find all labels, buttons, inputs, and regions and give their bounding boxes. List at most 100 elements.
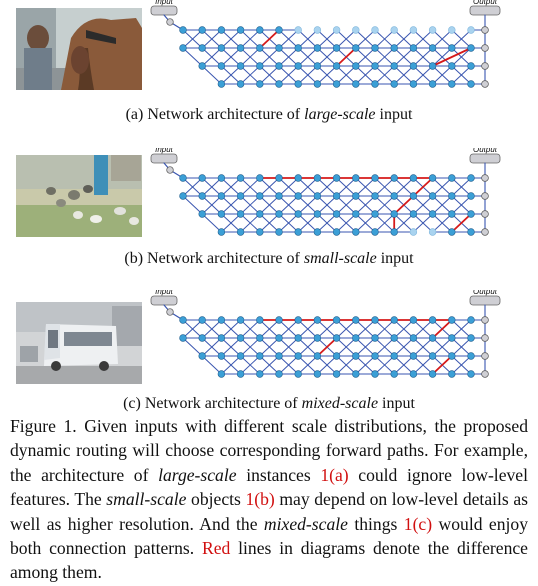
cell-node [428,370,437,378]
cell-node [371,192,379,200]
cell-node [448,210,456,218]
cell-node [332,228,341,236]
input-label: Input [155,0,174,6]
caption-small-scale: (b) Network architecture of small-scale … [124,250,414,267]
cell-node [409,228,418,236]
cell-node [236,316,245,324]
cell-node [313,334,322,342]
cell-node [275,210,283,218]
cell-node [467,26,475,34]
cell-node [275,228,283,236]
cell-node [352,174,360,182]
cell-node [275,26,283,34]
bus-photo [16,302,142,384]
cell-node [390,228,398,236]
input-box [150,5,178,16]
cell-node [236,210,245,218]
cell-node [371,370,379,378]
cell-node [428,174,437,182]
cell-node [313,352,322,360]
cell-node [179,26,187,34]
cell-node [198,334,206,342]
cell-node [428,210,437,218]
cell-node [313,44,322,52]
cell-node [332,26,341,34]
cell-node [217,370,226,378]
birds-photo [16,155,142,237]
cell-node [275,80,283,88]
cell-node [236,62,245,70]
ref-link-1b[interactable]: 1(b) [245,489,275,510]
cell-node [313,228,322,236]
cell-node [371,352,379,360]
cell-node [428,316,437,324]
cell-node [352,80,360,88]
ref-link-1a[interactable]: 1(a) [320,464,349,485]
cell-node [352,192,360,200]
output-box [469,153,501,164]
cell-node [179,334,187,342]
cell-node [332,334,341,342]
output-box [469,295,501,306]
cell-node [371,316,379,324]
cell-node [352,352,360,360]
input-label: Input [155,148,174,154]
cell-node [275,316,283,324]
cell-node [294,352,302,360]
cell-node [332,80,341,88]
cell-node [275,370,283,378]
cell-node [256,352,264,360]
cell-node [198,192,206,200]
cell-node [390,44,398,52]
cell-node [467,62,475,70]
output-label: Output [473,0,498,6]
figure-caption: Figure 1. Given inputs with different sc… [10,416,528,583]
cell-node [256,228,264,236]
cell-node [428,334,437,342]
cell-node [217,80,226,88]
input-box [150,295,178,306]
cell-node [409,352,418,360]
cell-node [428,80,437,88]
cell-node [428,192,437,200]
cell-node [371,174,379,182]
cell-node [256,62,264,70]
cell-node [352,228,360,236]
cell-node [448,228,456,236]
cell-node [217,316,226,324]
input-box [150,153,178,164]
cell-node [428,62,437,70]
cell-node [409,370,418,378]
ref-link-1c[interactable]: 1(c) [403,513,433,534]
aggregation-node [481,174,489,182]
cell-node [428,228,437,236]
cell-node [217,352,226,360]
cell-node [332,192,341,200]
cell-node [313,80,322,88]
cell-node [236,352,245,360]
cell-node [390,316,398,324]
cell-node [294,210,302,218]
aggregation-node [481,80,489,88]
cell-node [179,316,187,324]
cell-node [236,192,245,200]
cell-node [409,44,418,52]
cell-node [313,210,322,218]
cell-node [448,80,456,88]
cell-node [409,62,418,70]
cell-node [217,62,226,70]
cell-node [448,352,456,360]
cell-node [448,62,456,70]
cell-node [352,334,360,342]
aggregation-node [481,26,489,34]
cell-node [256,80,264,88]
cell-node [275,352,283,360]
cell-node [256,210,264,218]
cell-node [467,80,475,88]
cell-node [179,174,187,182]
cell-node [409,26,418,34]
cell-node [275,62,283,70]
cell-node [448,26,456,34]
